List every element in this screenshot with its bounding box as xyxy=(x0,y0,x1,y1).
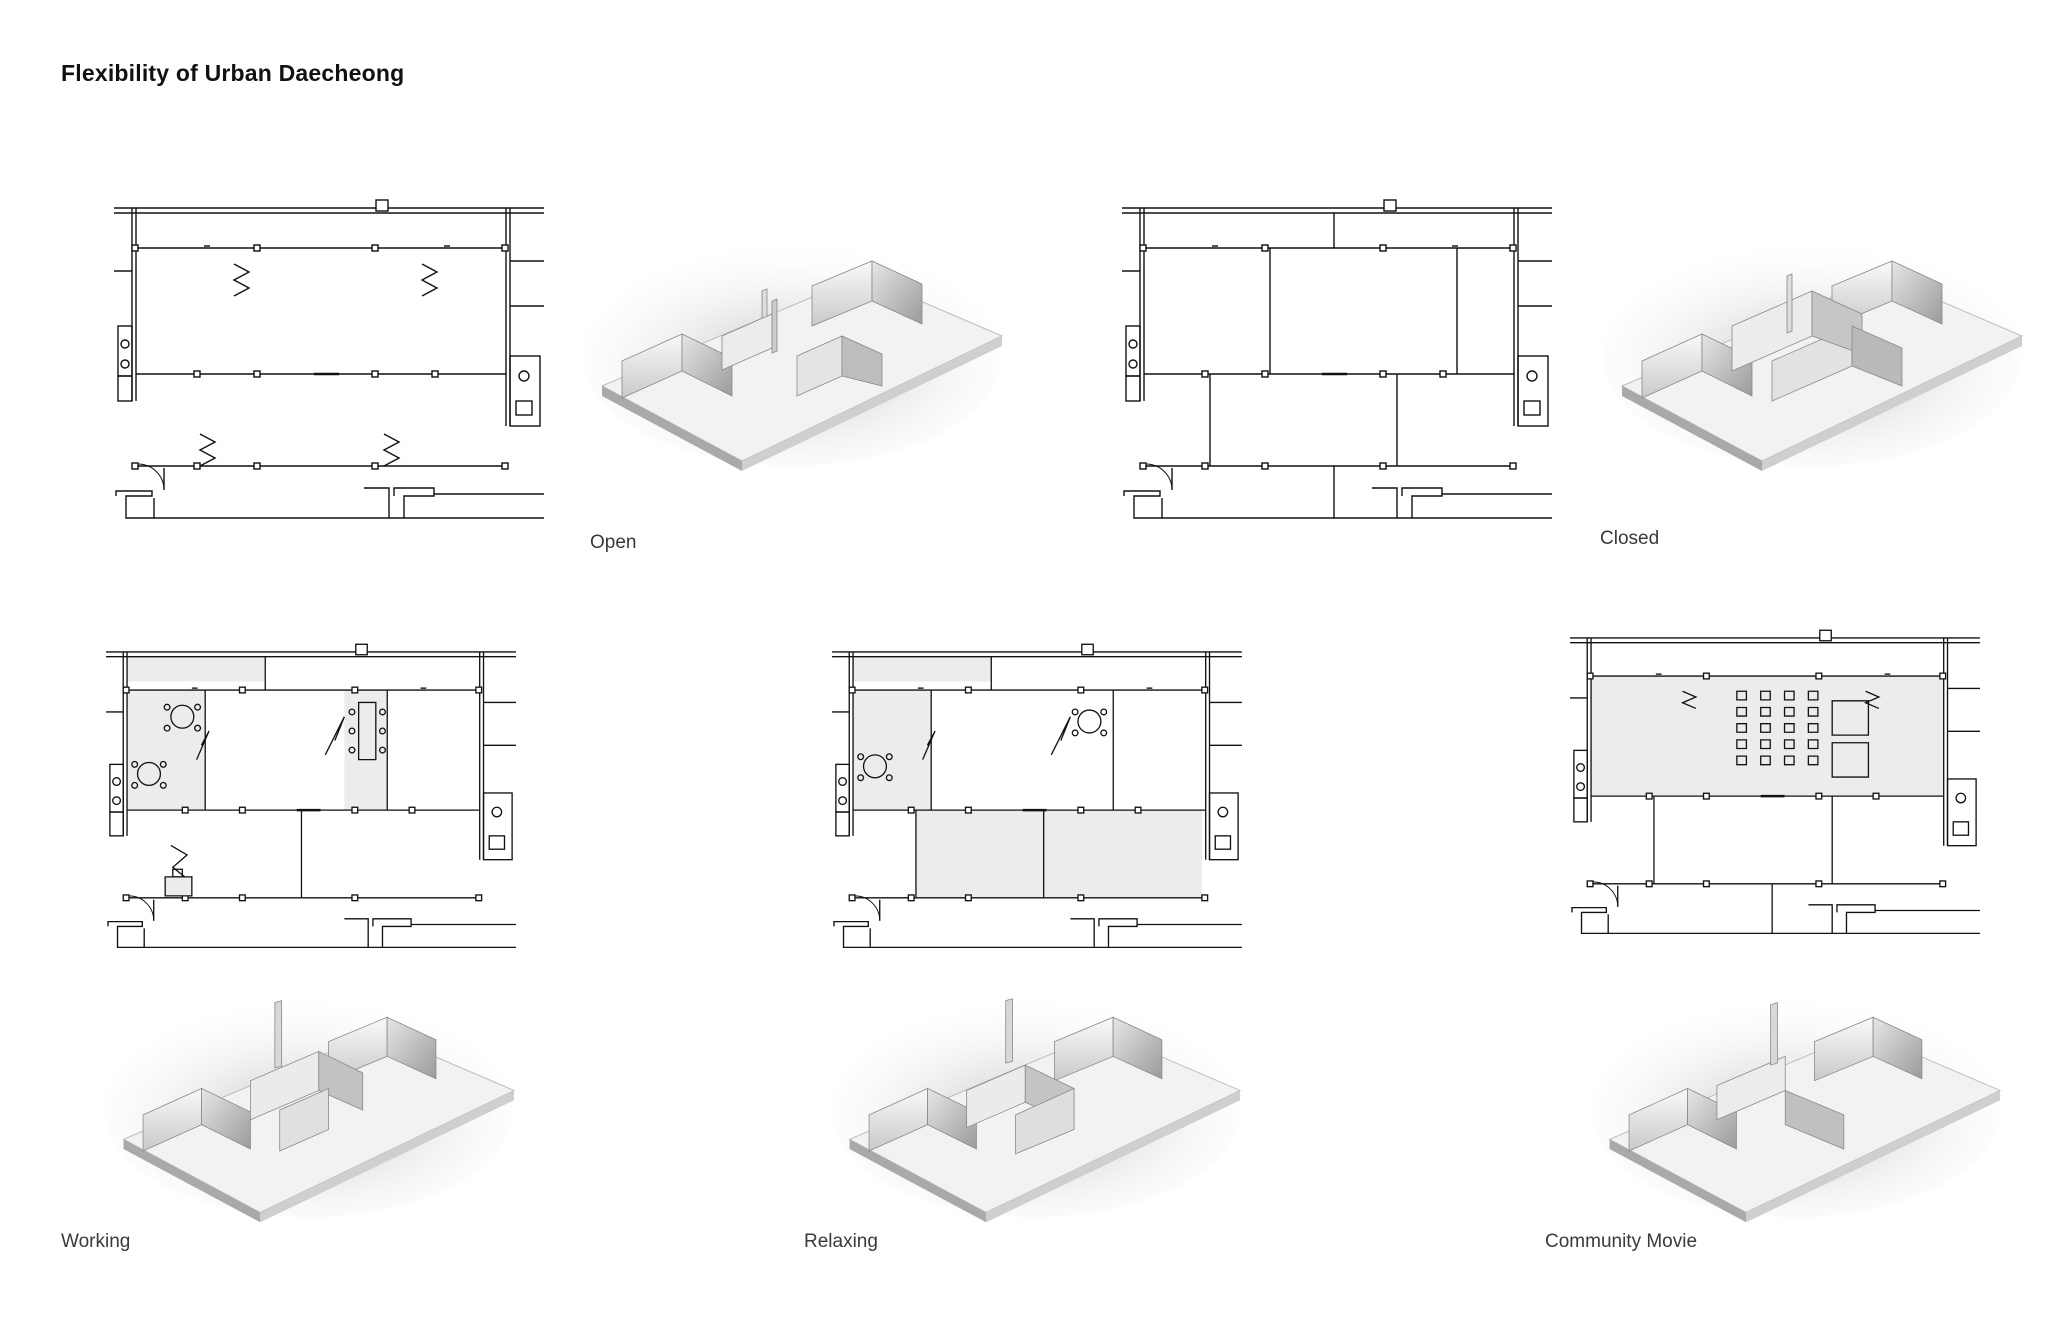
caption-closed: Closed xyxy=(1600,528,1660,549)
isometric-model-community-movie xyxy=(1590,990,2002,1230)
caption-open: Open xyxy=(590,532,637,553)
caption-community-movie: Community Movie xyxy=(1545,1231,1698,1252)
floor-plan-closed xyxy=(1120,198,1554,526)
floor-plan-working xyxy=(104,643,518,955)
isometric-model-open xyxy=(582,236,1004,476)
floor-plan-relaxing xyxy=(830,643,1244,955)
caption-working: Working xyxy=(61,1231,131,1252)
isometric-model-closed xyxy=(1602,236,2024,476)
floor-plan-open xyxy=(112,198,546,526)
page-title: Flexibility of Urban Daecheong xyxy=(61,60,405,86)
floor-plan-community-movie xyxy=(1568,629,1982,941)
isometric-model-working xyxy=(104,990,516,1230)
isometric-model-relaxing xyxy=(830,990,1242,1230)
caption-relaxing: Relaxing xyxy=(804,1231,878,1252)
